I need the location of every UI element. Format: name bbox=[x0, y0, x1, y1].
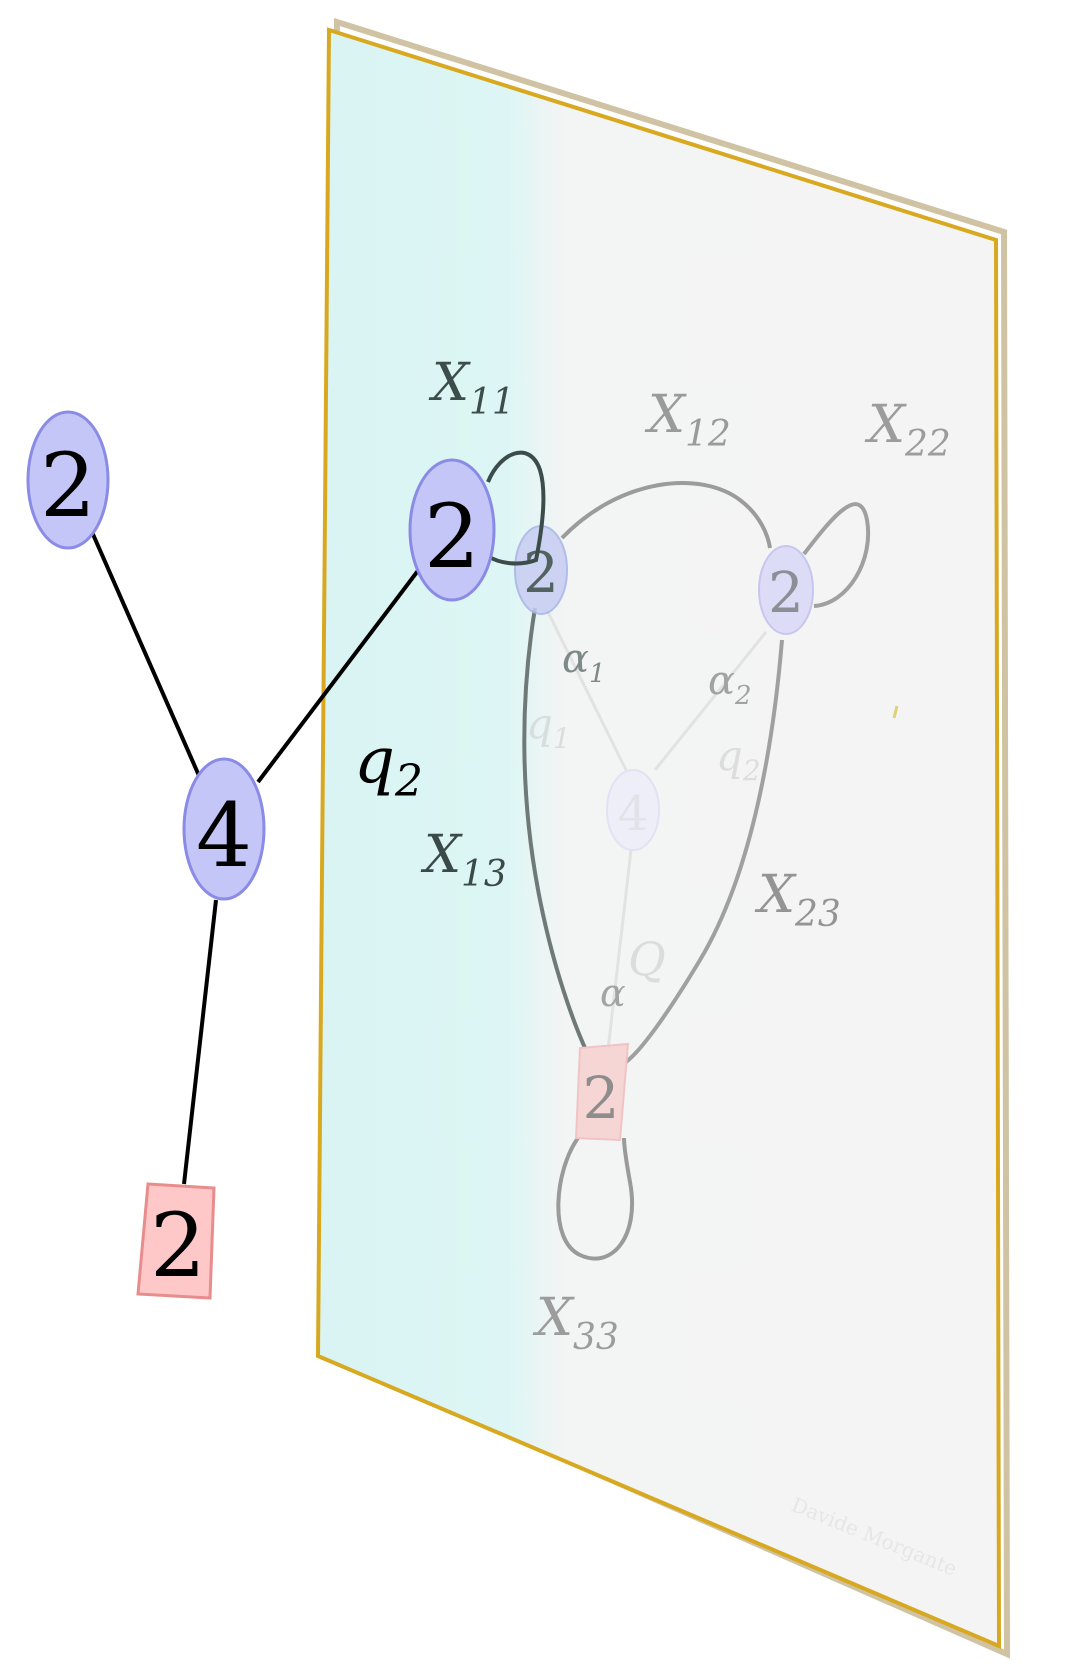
plane-node-n4-label: 4 bbox=[618, 786, 649, 842]
label-alpha1: α1 bbox=[562, 636, 606, 689]
label-big-q: Q bbox=[628, 932, 666, 986]
label-alpha: α bbox=[600, 971, 626, 1015]
projection-plane: Davide Morgante bbox=[315, 17, 1011, 1659]
label-x12: X12 bbox=[644, 385, 731, 455]
label-x13: X13 bbox=[420, 825, 507, 895]
plane-tick-mark bbox=[892, 705, 899, 719]
edge-center-bottom bbox=[182, 899, 218, 1185]
front-node-center: 4 bbox=[182, 757, 266, 901]
edge-center-right bbox=[256, 566, 422, 784]
label-alpha2: α2 bbox=[708, 658, 752, 711]
plane-node-n2-label: 2 bbox=[768, 561, 804, 626]
edge-alpha bbox=[606, 849, 633, 1051]
plane-node-n1: 2 bbox=[514, 525, 568, 615]
plane-node-n2: 2 bbox=[758, 545, 814, 635]
front-node-top-left-label: 2 bbox=[40, 434, 96, 537]
label-q1: q1 bbox=[526, 699, 571, 755]
edge-x23 bbox=[624, 639, 784, 1064]
front-node-flavor-label: 2 bbox=[150, 1194, 206, 1297]
loop-x11 bbox=[486, 450, 546, 566]
edge-alpha1 bbox=[545, 609, 628, 771]
label-x11: X11 bbox=[428, 353, 515, 423]
label-x23: X23 bbox=[754, 865, 841, 935]
plane-node-flavor: 2 bbox=[574, 1042, 630, 1142]
front-node-right: 2 bbox=[408, 458, 496, 602]
label-x33: X33 bbox=[532, 1288, 619, 1358]
front-node-flavor: 2 bbox=[136, 1182, 216, 1300]
loop-x22 bbox=[802, 502, 871, 608]
edge-topleft-center bbox=[90, 531, 202, 779]
front-node-right-label: 2 bbox=[424, 485, 480, 588]
plane-node-n1-label: 2 bbox=[523, 541, 559, 606]
front-quiver: 2 4 2 2 q2 bbox=[26, 410, 546, 1300]
plane-quiver: 2 2 4 2 X11 X12 X22 X13 X23 X bbox=[420, 353, 951, 1358]
front-node-center-label: 4 bbox=[196, 784, 252, 887]
front-node-top-left: 2 bbox=[26, 410, 110, 550]
label-q2-plane: q2 bbox=[716, 731, 761, 787]
edge-x13 bbox=[522, 607, 594, 1063]
plane-node-n4: 4 bbox=[606, 769, 660, 851]
loop-x33 bbox=[556, 1136, 634, 1261]
plane-node-flavor-label: 2 bbox=[583, 1064, 620, 1132]
edge-alpha2 bbox=[653, 631, 768, 771]
plane-face bbox=[315, 27, 1002, 1650]
edge-x12 bbox=[560, 481, 772, 549]
label-x22: X22 bbox=[864, 395, 951, 465]
label-q2-front: q2 bbox=[354, 724, 423, 807]
